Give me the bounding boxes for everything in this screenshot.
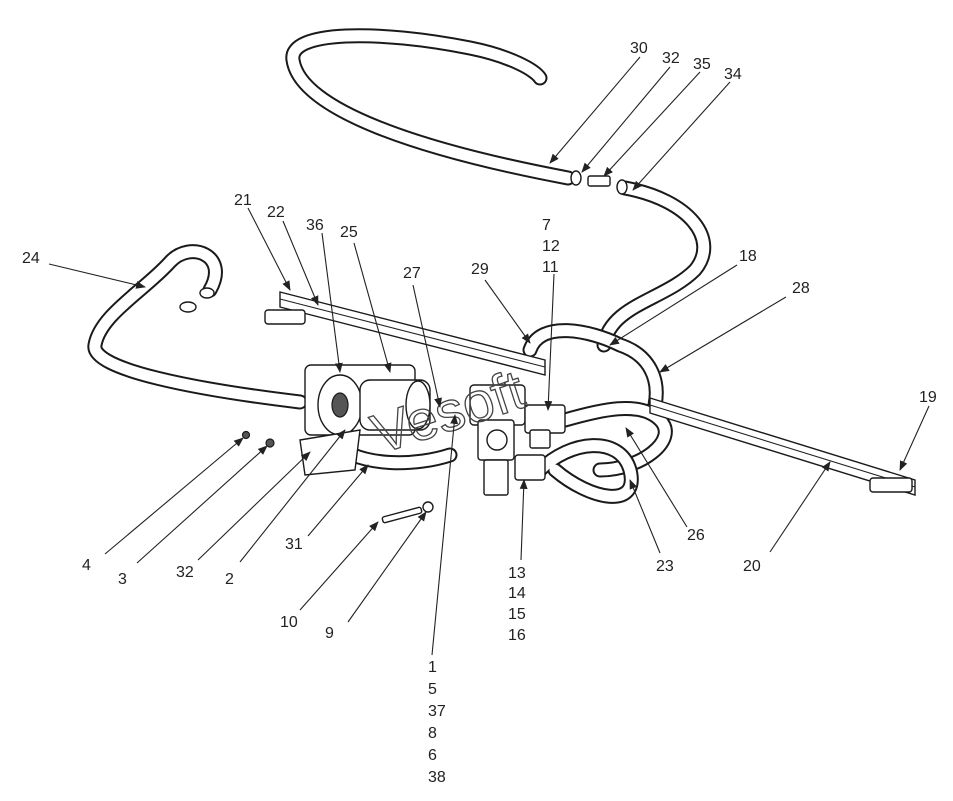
hose-24 <box>87 244 308 410</box>
pump-assembly <box>299 364 431 476</box>
callout-30: 30 <box>630 40 648 57</box>
callout-22: 22 <box>267 204 285 221</box>
callout-34: 34 <box>724 66 742 83</box>
hose-clamp-24 <box>179 287 215 313</box>
nozzle-left <box>264 309 306 325</box>
callout-27: 27 <box>403 265 421 282</box>
callout-37: 37 <box>428 703 446 720</box>
callout-15: 15 <box>508 606 526 623</box>
hose-34-return <box>596 180 712 353</box>
callout-2: 2 <box>225 571 234 588</box>
callout-20: 20 <box>743 558 761 575</box>
callout-9: 9 <box>325 625 334 642</box>
callout-18: 18 <box>739 248 757 265</box>
control-valve <box>524 404 566 449</box>
callout-28: 28 <box>792 280 810 297</box>
bolt-4 <box>241 430 251 440</box>
callout-1: 1 <box>428 659 437 676</box>
callout-21: 21 <box>234 192 252 209</box>
callout-11: 11 <box>542 259 559 276</box>
callout-3: 3 <box>118 571 127 588</box>
callout-14: 14 <box>508 585 526 602</box>
boom-rail-20 <box>649 397 916 496</box>
callout-31: 31 <box>285 536 303 553</box>
valve-block <box>469 384 526 496</box>
fitting-35-nipple <box>587 175 611 187</box>
hose-28-upper <box>522 323 664 413</box>
washer-9 <box>422 501 434 513</box>
callout-8: 8 <box>428 725 437 742</box>
callout-12: 12 <box>542 238 560 255</box>
callout-29: 29 <box>471 261 489 278</box>
manifold-fitting <box>514 454 546 481</box>
callout-38: 38 <box>428 769 446 786</box>
callout-13: 13 <box>508 565 526 582</box>
callout-19: 19 <box>919 389 937 406</box>
callout-6: 6 <box>428 747 437 764</box>
callout-labels: 30 32 35 34 21 22 36 25 7 12 11 24 27 29… <box>22 40 937 786</box>
bolt-10 <box>381 506 423 524</box>
hose-23 <box>532 438 639 504</box>
callout-10: 10 <box>280 614 298 631</box>
callout-32-top: 32 <box>662 50 680 67</box>
fitting-32-clamp <box>570 170 582 186</box>
callout-25: 25 <box>340 224 358 241</box>
callout-5: 5 <box>428 681 437 698</box>
callout-26: 26 <box>687 527 705 544</box>
boom-rail-21 <box>279 291 546 376</box>
leader-lines <box>48 56 930 656</box>
callout-7: 7 <box>542 217 551 234</box>
callout-35: 35 <box>693 56 711 73</box>
callout-24: 24 <box>22 250 40 267</box>
nozzle-right <box>869 477 913 493</box>
callout-4: 4 <box>82 557 91 574</box>
hose-26 <box>557 401 673 478</box>
callout-32-bottom: 32 <box>176 564 194 581</box>
hose-30-supply <box>285 28 576 186</box>
callout-36: 36 <box>306 217 324 234</box>
callout-23: 23 <box>656 558 674 575</box>
callout-16: 16 <box>508 627 526 644</box>
nut-3 <box>265 438 275 448</box>
fitting-34-clamp <box>616 179 628 195</box>
